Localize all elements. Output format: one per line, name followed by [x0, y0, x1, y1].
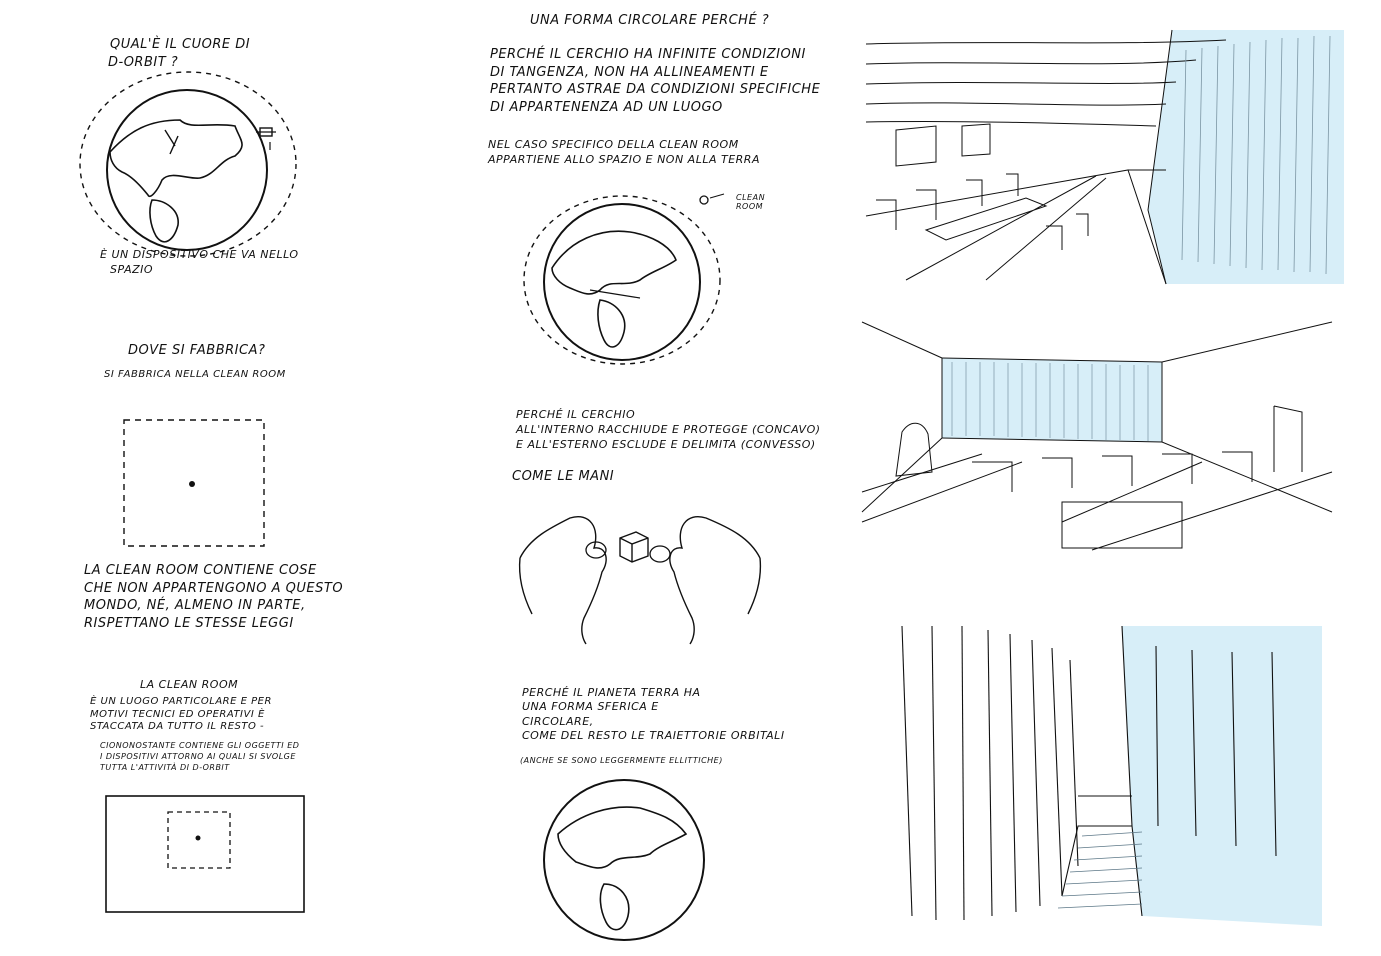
planet-note-elliptical: (anche se sono leggermente ellittiche) — [520, 756, 723, 767]
clean-room-contains-text: La Clean Room contiene cose che non appa… — [84, 562, 343, 632]
text-line: di tangenza, non ha allineamenti e — [490, 64, 820, 82]
question-why-circular: Una forma circolare perché ? — [530, 12, 769, 30]
globe-with-orbit-sketch — [70, 60, 310, 260]
circle-concave-convex-text: Perché il cerchio all'interno racchiude … — [516, 408, 821, 453]
text-line: Ciononostante contiene gli oggetti ed — [100, 740, 299, 751]
text-line: tutta l'attività di D-Orbit — [100, 762, 299, 773]
text-line: rispettano le stesse leggi — [84, 615, 343, 633]
text-line: i dispositivi attorno ai quali si svolge — [100, 751, 299, 762]
answer-belongs-to-space: Nel caso specifico della Clean Room appa… — [488, 138, 760, 168]
text-line: È un luogo particolare e per — [90, 696, 272, 709]
text-line: Dove si fabbrica? — [128, 342, 265, 360]
office-perspective-2-sketch — [862, 322, 1342, 552]
text-line: staccata da tutto il resto - — [90, 721, 272, 734]
answer-device-in-space: È un dispositivo che va nello spazio — [100, 248, 299, 278]
answer-circle-tangency: Perché il cerchio ha infinite condizioni… — [490, 46, 820, 116]
text-line: Una forma circolare perché ? — [530, 12, 769, 30]
text-line: Nel caso specifico della Clean Room — [488, 138, 760, 153]
text-line: Qual'è il cuore di — [110, 36, 250, 54]
planet-spherical-text: Perché il pianeta terra ha una forma sfe… — [522, 686, 785, 743]
text-line: Perché il cerchio — [516, 408, 821, 423]
text-line: È un dispositivo che va nello — [100, 248, 299, 263]
clean-room-description-2: Ciononostante contiene gli oggetti ed i … — [100, 740, 299, 774]
site-plan-sketch — [100, 790, 310, 920]
planet-earth-sketch — [540, 774, 710, 944]
text-line: mondo, né, almeno in parte, — [84, 597, 343, 615]
question-where-made: Dove si fabbrica? — [128, 342, 265, 360]
text-line: (anche se sono leggermente ellittiche) — [520, 756, 723, 767]
clean-room-description: È un luogo particolare e per motivi tecn… — [90, 696, 272, 734]
text-line: Perché il cerchio ha infinite condizioni — [490, 46, 820, 64]
text-line: circolare, — [522, 715, 785, 729]
cupped-hands-sketch — [510, 488, 770, 648]
text-line: come del resto le traiettorie orbitali — [522, 729, 785, 743]
text-line: di appartenenza ad un luogo — [490, 99, 820, 117]
text-line: La Clean Room contiene cose — [84, 562, 343, 580]
like-hands-text: Come le mani — [512, 468, 614, 486]
globe-with-clean-room-orbit-sketch — [520, 180, 740, 380]
answer-made-in-clean-room: Si fabbrica nella clean room — [104, 368, 286, 382]
text-line: appartiene allo spazio e non alla terra — [488, 153, 760, 168]
text-line: Si fabbrica nella clean room — [104, 368, 286, 382]
text-line: una forma sferica e — [522, 700, 785, 714]
clean-room-label: Clean Room — [736, 194, 765, 212]
corridor-perspective-sketch — [892, 626, 1322, 926]
text-line: Room — [736, 203, 765, 212]
clean-room-title: La Clean Room — [140, 678, 238, 693]
text-line: all'interno racchiude e protegge (concav… — [516, 423, 821, 438]
text-line: che non appartengono a questo — [84, 580, 343, 598]
text-line: pertanto astrae da condizioni specifiche — [490, 81, 820, 99]
text-line: motivi tecnici ed operativi è — [90, 709, 272, 722]
office-perspective-1-sketch — [866, 30, 1346, 286]
text-line: spazio — [110, 263, 299, 278]
text-line: La Clean Room — [140, 678, 238, 693]
text-line: Come le mani — [512, 468, 614, 486]
dashed-square-plan-sketch — [118, 414, 268, 554]
text-line: e all'esterno esclude e delimita (conves… — [516, 438, 821, 453]
text-line: Perché il pianeta terra ha — [522, 686, 785, 700]
